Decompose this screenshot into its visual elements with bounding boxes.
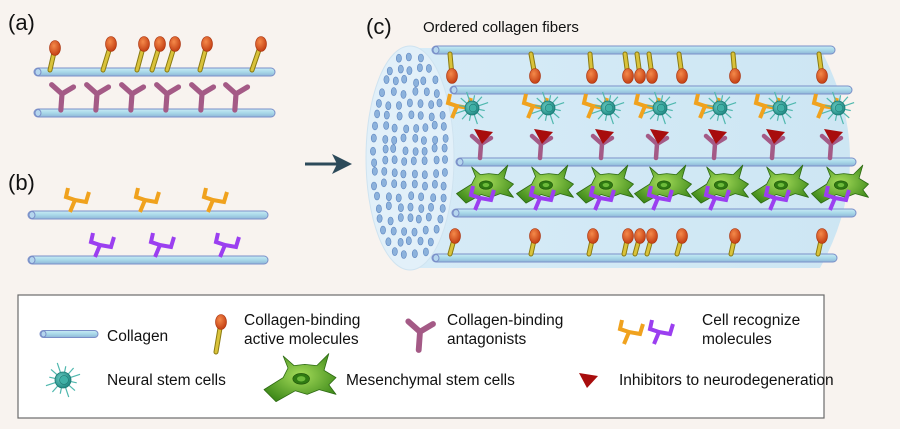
cell-recognize-molecule <box>213 232 241 258</box>
collagen-binding-active-molecule <box>729 51 741 84</box>
inhibitor-to-neurodegeneration <box>474 129 493 144</box>
collagen-binding-antagonist <box>189 82 217 113</box>
collagen-binding-active-molecule <box>446 51 458 84</box>
panel-c-scaffold <box>365 45 869 271</box>
inhibitor-icon <box>579 373 598 388</box>
collagen-binding-antagonist <box>84 82 112 113</box>
inhibitor-to-neurodegeneration <box>650 129 669 144</box>
collagen-binding-active-molecule <box>197 36 213 73</box>
legend-label-mesenchymal-stem-cells: Mesenchymal stem cells <box>346 372 515 389</box>
inhibitor-to-neurodegeneration <box>534 129 553 144</box>
collagen-binding-active-molecule <box>528 51 541 84</box>
cell-recognize-molecule <box>703 185 731 211</box>
legend-label-collagen: Collagen <box>107 328 168 345</box>
collagen-binding-active-molecule <box>47 40 61 73</box>
collagen-fiber <box>455 157 857 167</box>
collagen-binding-active-molecule <box>676 51 688 84</box>
scaffold-cross-section <box>365 45 455 271</box>
cell-recognize-molecule <box>763 185 791 211</box>
collagen-fiber <box>431 45 836 55</box>
legend-box <box>17 294 825 419</box>
collagen-binding-active-molecule <box>815 228 828 257</box>
cell-recognize-molecule <box>646 185 674 211</box>
neural-stem-cell-icon <box>45 362 81 398</box>
collagen-binding-active-molecule <box>447 228 461 257</box>
neural-stem-cell <box>643 91 677 125</box>
collagen-binding-active-molecule <box>164 36 181 73</box>
inhibitor-to-neurodegeneration <box>766 129 785 144</box>
cell-recognize-molecule <box>588 185 616 211</box>
collagen-binding-antagonist <box>154 82 182 113</box>
collagen-binding-active-molecule <box>622 51 634 84</box>
collagen-binding-active-molecule <box>674 228 688 257</box>
collagen-binding-active-molecule-icon <box>213 314 227 355</box>
cell-recognize-molecules-icon-orange <box>617 319 645 345</box>
mesenchymal-stem-cell-icon <box>263 353 337 403</box>
panel-c-label: (c) <box>366 14 392 39</box>
collagen-fiber <box>431 253 838 263</box>
collagen-fiber <box>27 255 269 265</box>
collagen-binding-active-molecule <box>134 36 150 73</box>
panel-b <box>27 187 269 265</box>
collagen-binding-active-molecule <box>646 51 658 84</box>
cell-recognize-molecule <box>528 185 556 211</box>
neural-stem-cell <box>455 91 489 125</box>
cell-recognize-molecule <box>63 187 91 213</box>
inhibitor-to-neurodegeneration <box>708 129 727 144</box>
collagen-binding-active-molecule <box>586 228 599 257</box>
neural-stem-cell <box>821 91 855 125</box>
cell-recognize-molecule <box>823 185 851 211</box>
collagen-fiber <box>27 210 269 220</box>
panel-b-label: (b) <box>8 170 35 195</box>
cell-recognize-molecules-icon-purple <box>647 319 675 345</box>
collagen-binding-antagonist <box>49 82 77 113</box>
collagen-fiber-icon <box>39 330 99 338</box>
collagen-binding-active-molecule <box>644 228 658 257</box>
collagen-binding-antagonist <box>119 82 147 113</box>
collagen-binding-active-molecule <box>632 228 646 257</box>
neural-stem-cell <box>703 91 737 125</box>
transition-arrow <box>305 154 352 174</box>
cell-recognize-molecule <box>88 232 116 258</box>
cell-recognize-molecule <box>133 187 161 213</box>
collagen-binding-active-molecule <box>728 228 741 257</box>
cell-recognize-molecule <box>148 232 176 258</box>
legend-label-neural-stem-cells: Neural stem cells <box>107 372 226 389</box>
collagen-binding-active-molecule <box>586 51 598 84</box>
ordered-collagen-fibers-title: Ordered collagen fibers <box>423 19 579 36</box>
collagen-binding-active-molecule <box>634 51 646 84</box>
collagen-fiber <box>449 85 853 95</box>
collagen-binding-antagonist-icon <box>405 318 436 353</box>
neural-stem-cell <box>591 91 625 125</box>
legend-label-inhibitors: Inhibitors to neurodegeneration <box>619 372 834 389</box>
neural-stem-cell <box>531 91 565 125</box>
collagen-binding-active-molecule <box>528 228 541 257</box>
collagen-fiber <box>33 108 276 118</box>
collagen-binding-active-molecule <box>816 51 828 84</box>
panel-a-label: (a) <box>8 10 35 35</box>
panel-a <box>33 36 276 118</box>
collagen-binding-active-molecule <box>621 228 634 257</box>
inhibitor-to-neurodegeneration <box>824 129 843 144</box>
inhibitor-to-neurodegeneration <box>595 129 614 144</box>
collagen-binding-active-molecule <box>149 36 166 73</box>
collagen-binding-active-molecule <box>249 36 267 73</box>
collagen-binding-antagonist <box>223 82 251 113</box>
cell-recognize-molecule <box>468 185 496 211</box>
collagen-binding-active-molecule <box>100 36 117 73</box>
cell-recognize-molecule <box>201 187 229 213</box>
neural-stem-cell <box>763 91 797 125</box>
fiber-cross-section-dots <box>370 52 449 259</box>
